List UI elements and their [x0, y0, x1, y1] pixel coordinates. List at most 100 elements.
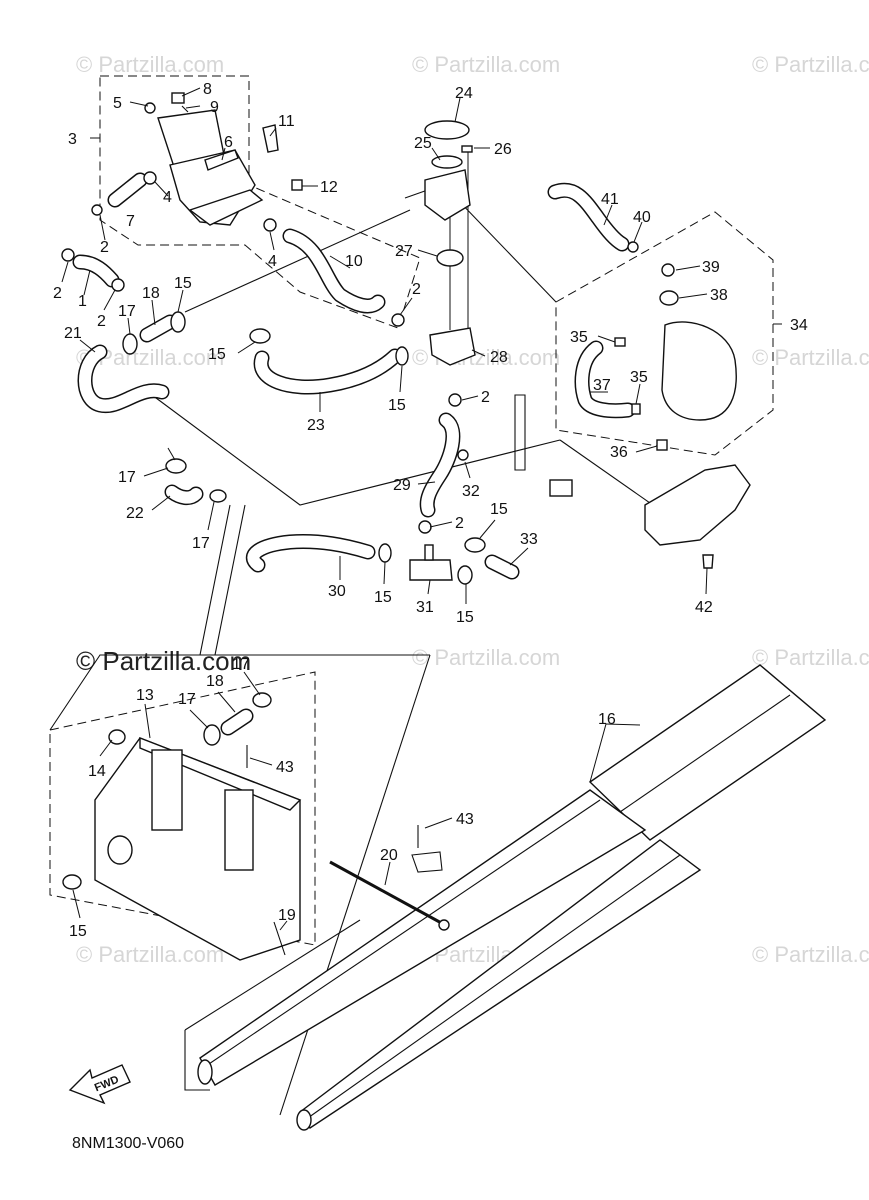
callout-10: 10: [345, 253, 363, 270]
callout-4: 4: [163, 189, 172, 206]
forward-arrow-icon: [68, 1064, 131, 1105]
hose-30: [245, 534, 376, 573]
callout-15d: 15: [490, 501, 508, 518]
clamp-17: [209, 489, 227, 503]
callout-24: 24: [455, 85, 473, 102]
clamp-2: [448, 393, 462, 407]
assembly-outlines: [49, 75, 774, 1116]
callout-27: 27: [395, 243, 413, 260]
callout-9: 9: [210, 99, 219, 116]
clamp-17: [122, 333, 138, 355]
callout-20: 20: [380, 847, 398, 864]
clamp-4b: [263, 218, 277, 232]
joint-31: [409, 559, 453, 581]
hose-10: [282, 228, 386, 314]
watermark-text: © Partzilla.com: [412, 52, 560, 77]
clamp-15: [378, 543, 392, 563]
watermark-text: © Partzilla.com: [752, 52, 869, 77]
coolant-tank-assembly: [644, 263, 751, 569]
callout-2: 2: [100, 239, 109, 256]
callout-23: 23: [307, 417, 325, 434]
hose-41: [547, 182, 630, 252]
callout-38: 38: [710, 287, 728, 304]
callout-17d: 17: [232, 656, 250, 673]
hose-29: [419, 412, 461, 518]
callout-26: 26: [494, 141, 512, 158]
callout-2d: 2: [412, 281, 421, 298]
callout-14: 14: [88, 763, 106, 780]
rail-end: [296, 1109, 312, 1131]
callout-15f: 15: [456, 609, 474, 626]
callout-17b: 17: [118, 469, 136, 486]
radiator-post: [224, 789, 254, 871]
callout-18: 18: [142, 285, 160, 302]
watermark-text: © Partzilla.com: [752, 942, 869, 967]
callout-8: 8: [203, 81, 212, 98]
clamp-15: [464, 537, 486, 553]
callout-1: 1: [78, 293, 87, 310]
clamps: [61, 241, 641, 585]
callout-11: 11: [278, 113, 295, 130]
callout-2e: 2: [481, 389, 490, 406]
watermark-prominent: © Partzilla.com: [76, 646, 251, 676]
hose-22: [164, 484, 204, 506]
callout-41: 41: [601, 191, 619, 208]
hoses: [72, 182, 636, 580]
callout-37: 37: [593, 377, 611, 394]
nut-12: [291, 179, 303, 191]
filler-neck: [424, 169, 471, 221]
joint-31-stub: [424, 544, 434, 561]
fittings: [409, 394, 573, 581]
callout-2f: 2: [455, 515, 464, 532]
grommet-14: [108, 729, 126, 745]
callout-7: 7: [126, 213, 135, 230]
thermostat-housing-assembly: [91, 92, 303, 232]
clamp-35: [631, 403, 641, 415]
callout-15: 15: [174, 275, 192, 292]
tank-34: [661, 321, 737, 421]
callout-13: 13: [136, 687, 154, 704]
clamp: [111, 278, 125, 292]
bolt-11: [262, 124, 279, 153]
callout-35b: 35: [630, 369, 648, 386]
hose-18-lower: [220, 708, 254, 736]
callout-22: 22: [126, 505, 144, 522]
housing-flange: [188, 189, 264, 226]
clamp-40: [627, 241, 639, 253]
clamp-17: [203, 724, 221, 746]
callout-42: 42: [695, 599, 713, 616]
bolt-36: [656, 439, 668, 451]
callout-19: 19: [278, 907, 296, 924]
watermark-text: © Partzilla.com: [752, 345, 869, 370]
watermark-text: © Partzilla.com: [752, 645, 869, 670]
callout-15b: 15: [208, 346, 226, 363]
callout-33: 33: [520, 531, 538, 548]
bolt-20: [329, 860, 446, 927]
callout-35: 35: [570, 329, 588, 346]
callout-40: 40: [633, 209, 651, 226]
clamp-2: [91, 204, 103, 216]
callout-21: 21: [64, 325, 82, 342]
frame-rail: [514, 394, 526, 471]
callout-3: 3: [68, 131, 77, 148]
radiator-cap-24: [424, 120, 470, 140]
callout-39: 39: [702, 259, 720, 276]
callout-17c: 17: [192, 535, 210, 552]
clamp-2: [391, 313, 405, 327]
callout-25: 25: [414, 135, 432, 152]
nut-20: [438, 919, 450, 931]
clamp-4: [143, 171, 157, 185]
radiator-assembly: [62, 692, 302, 961]
callout-2b: 2: [53, 285, 62, 302]
hose-23: [253, 348, 403, 395]
clamp-35: [614, 337, 626, 347]
callout-32: 32: [462, 483, 480, 500]
rail-end: [197, 1059, 213, 1085]
seal: [411, 851, 443, 873]
clamp-32: [457, 449, 469, 461]
hose-33: [484, 554, 520, 580]
callout-31: 31: [416, 599, 434, 616]
callout-30: 30: [328, 583, 346, 600]
callout-18b: 18: [206, 673, 224, 690]
